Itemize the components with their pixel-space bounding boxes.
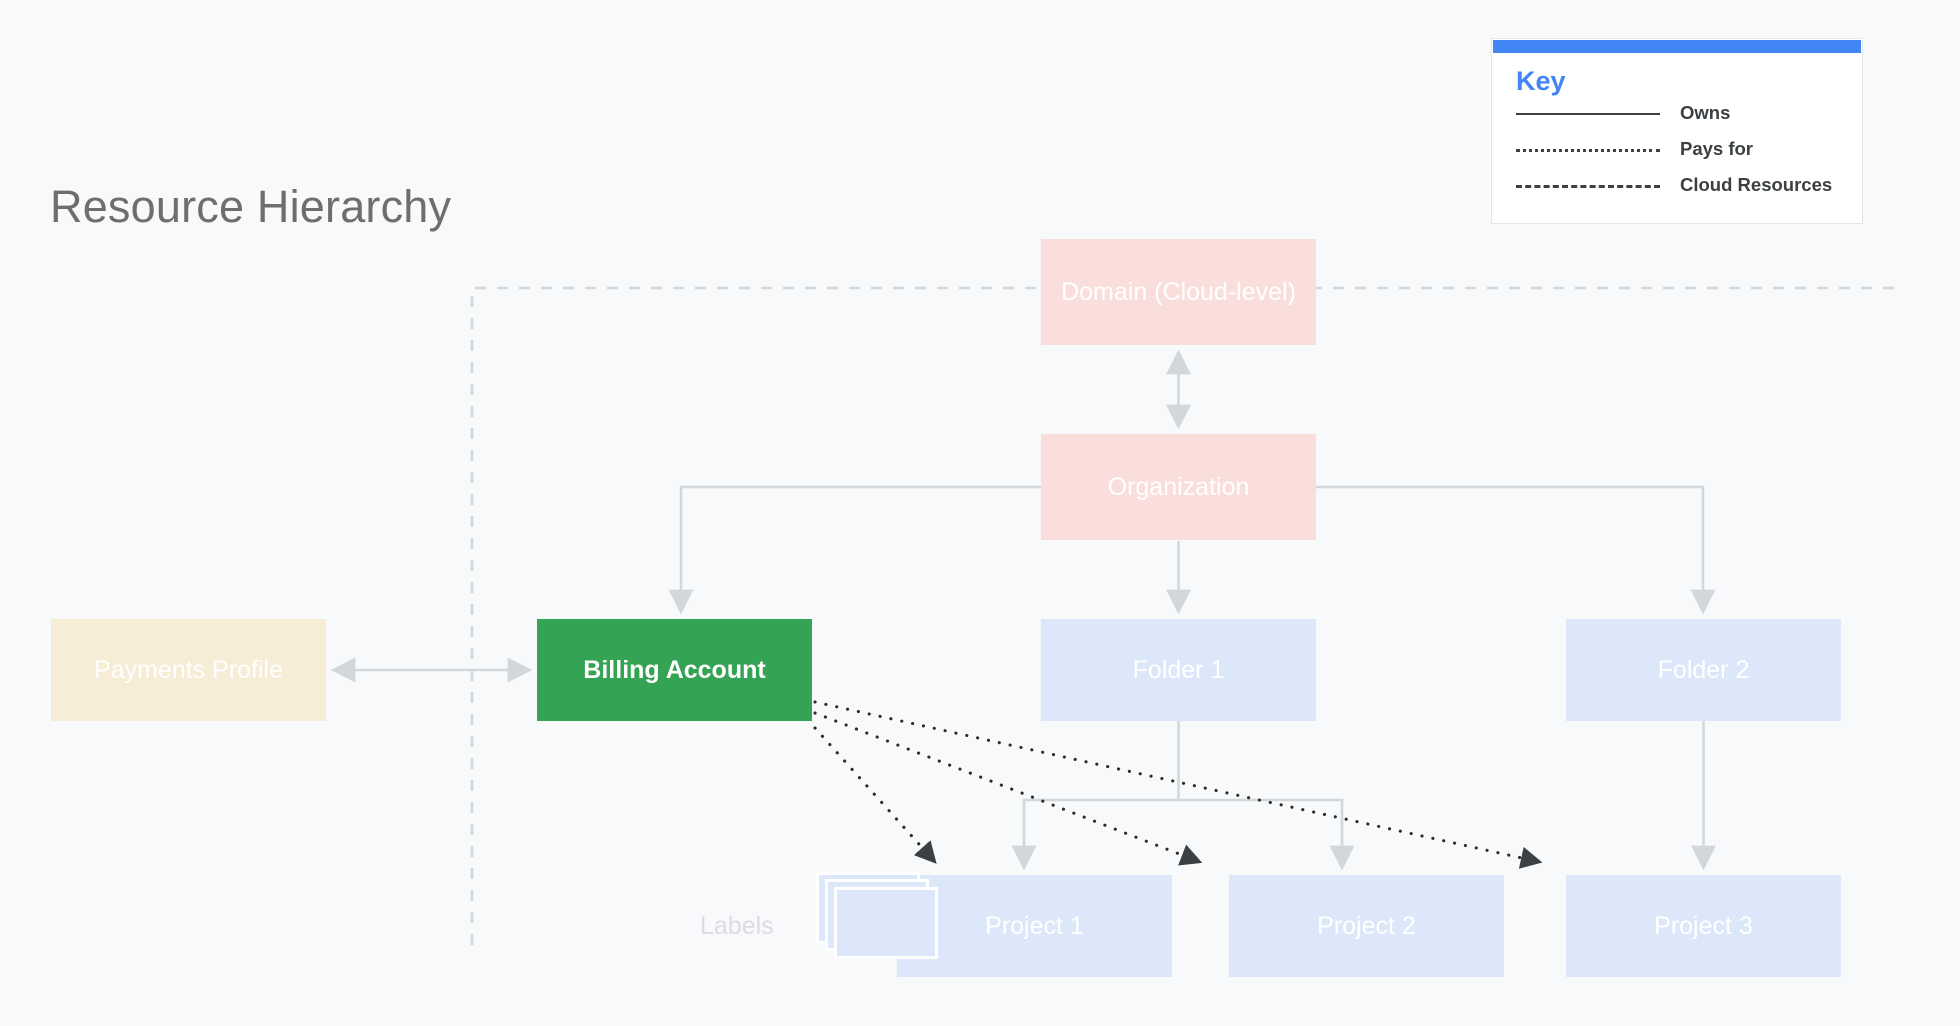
labels-stack-icon[interactable]	[816, 872, 938, 972]
key-label-pays-for: Pays for	[1680, 138, 1754, 160]
edge-folder1-project2	[1178, 798, 1355, 871]
node-folder-1[interactable]: Folder 1	[1041, 619, 1316, 721]
dotted-line-icon	[1516, 149, 1660, 153]
node-organization[interactable]: Organization	[1041, 434, 1316, 540]
node-billing-account[interactable]: Billing Account	[537, 619, 812, 721]
node-folder-2[interactable]: Folder 2	[1566, 619, 1841, 721]
labels-caption: Labels	[700, 912, 774, 940]
node-project-3[interactable]: Project 3	[1566, 875, 1841, 977]
edge-billing-project3	[813, 700, 1543, 869]
key-row-owns: Owns	[1516, 99, 1840, 135]
key-row-cloud-resources: Cloud Resources	[1516, 171, 1840, 207]
key-row-pays-for: Pays for	[1516, 135, 1840, 171]
edge-billing-project1	[813, 726, 937, 864]
cloud-resources-boundary	[470, 286, 1900, 945]
key-legend-card: Key Owns Pays for Cloud Resources	[1491, 38, 1863, 225]
key-label-owns: Owns	[1680, 102, 1731, 124]
key-label-cloud-resources: Cloud Resources	[1680, 174, 1833, 196]
node-project-1[interactable]: Project 1	[897, 875, 1172, 977]
edge-organization-billing	[668, 485, 1041, 615]
dashed-line-icon	[1516, 185, 1660, 189]
solid-line-icon	[1516, 113, 1660, 116]
page-title: Resource Hierarchy	[50, 181, 452, 232]
key-accent-bar	[1493, 40, 1861, 53]
edge-folder1-project1	[1011, 721, 1180, 871]
edge-billing-project2	[813, 711, 1203, 866]
edge-organization-folder2	[1316, 485, 1716, 615]
key-sample-dashed	[1516, 171, 1660, 189]
node-domain[interactable]: Domain (Cloud-level)	[1041, 239, 1316, 345]
key-sample-dotted	[1516, 135, 1660, 153]
key-title: Key	[1516, 66, 1566, 96]
node-payments-profile[interactable]: Payments Profile	[51, 619, 326, 721]
key-sample-solid	[1516, 99, 1660, 116]
key-body: Key Owns Pays for Cloud Resources	[1492, 53, 1862, 223]
node-project-2[interactable]: Project 2	[1229, 875, 1504, 977]
label-card-front	[834, 887, 938, 959]
